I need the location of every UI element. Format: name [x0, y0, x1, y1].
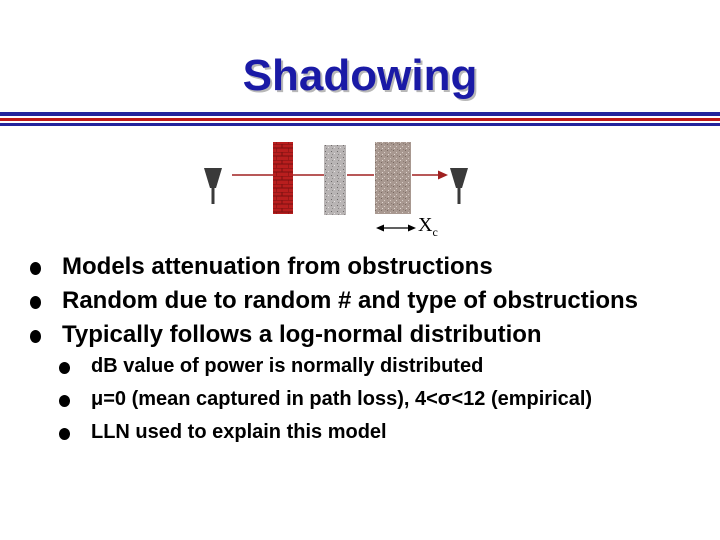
stone-obstruction: [375, 142, 411, 214]
bullet-dot-icon: [30, 330, 41, 343]
bullet-dot-icon: [59, 362, 70, 374]
sub-bullet-item: μ=0 (mean captured in path loss), 4<σ<12…: [59, 387, 710, 411]
transmitter-antenna-icon: [204, 168, 222, 204]
bullet-list: Models attenuation from obstructions Ran…: [30, 252, 710, 453]
bullet-dot-icon: [30, 296, 41, 309]
bullet-dot-icon: [30, 262, 41, 275]
signal-arrowhead-icon: [438, 170, 448, 180]
bullet-item: Models attenuation from obstructions: [30, 252, 710, 281]
decorrelation-distance-label: Xc: [418, 214, 438, 239]
bullet-item: Random due to random # and type of obstr…: [30, 286, 710, 315]
slide-title: Shadowing: [242, 51, 478, 100]
concrete-obstruction: [324, 145, 346, 215]
brick-wall-obstruction: [273, 142, 293, 214]
distance-arrow: [376, 224, 416, 232]
receiver-antenna-icon: [450, 168, 468, 204]
sub-bullet-item: dB value of power is normally distribute…: [59, 354, 710, 378]
shadowing-diagram: [204, 142, 468, 232]
sub-bullet-list: dB value of power is normally distribute…: [30, 354, 710, 444]
bullet-dot-icon: [59, 428, 70, 440]
bullet-item: Typically follows a log-normal distribut…: [30, 320, 710, 349]
sub-bullet-item: LLN used to explain this model: [59, 420, 710, 444]
title-divider: [0, 112, 720, 126]
bullet-dot-icon: [59, 395, 70, 407]
